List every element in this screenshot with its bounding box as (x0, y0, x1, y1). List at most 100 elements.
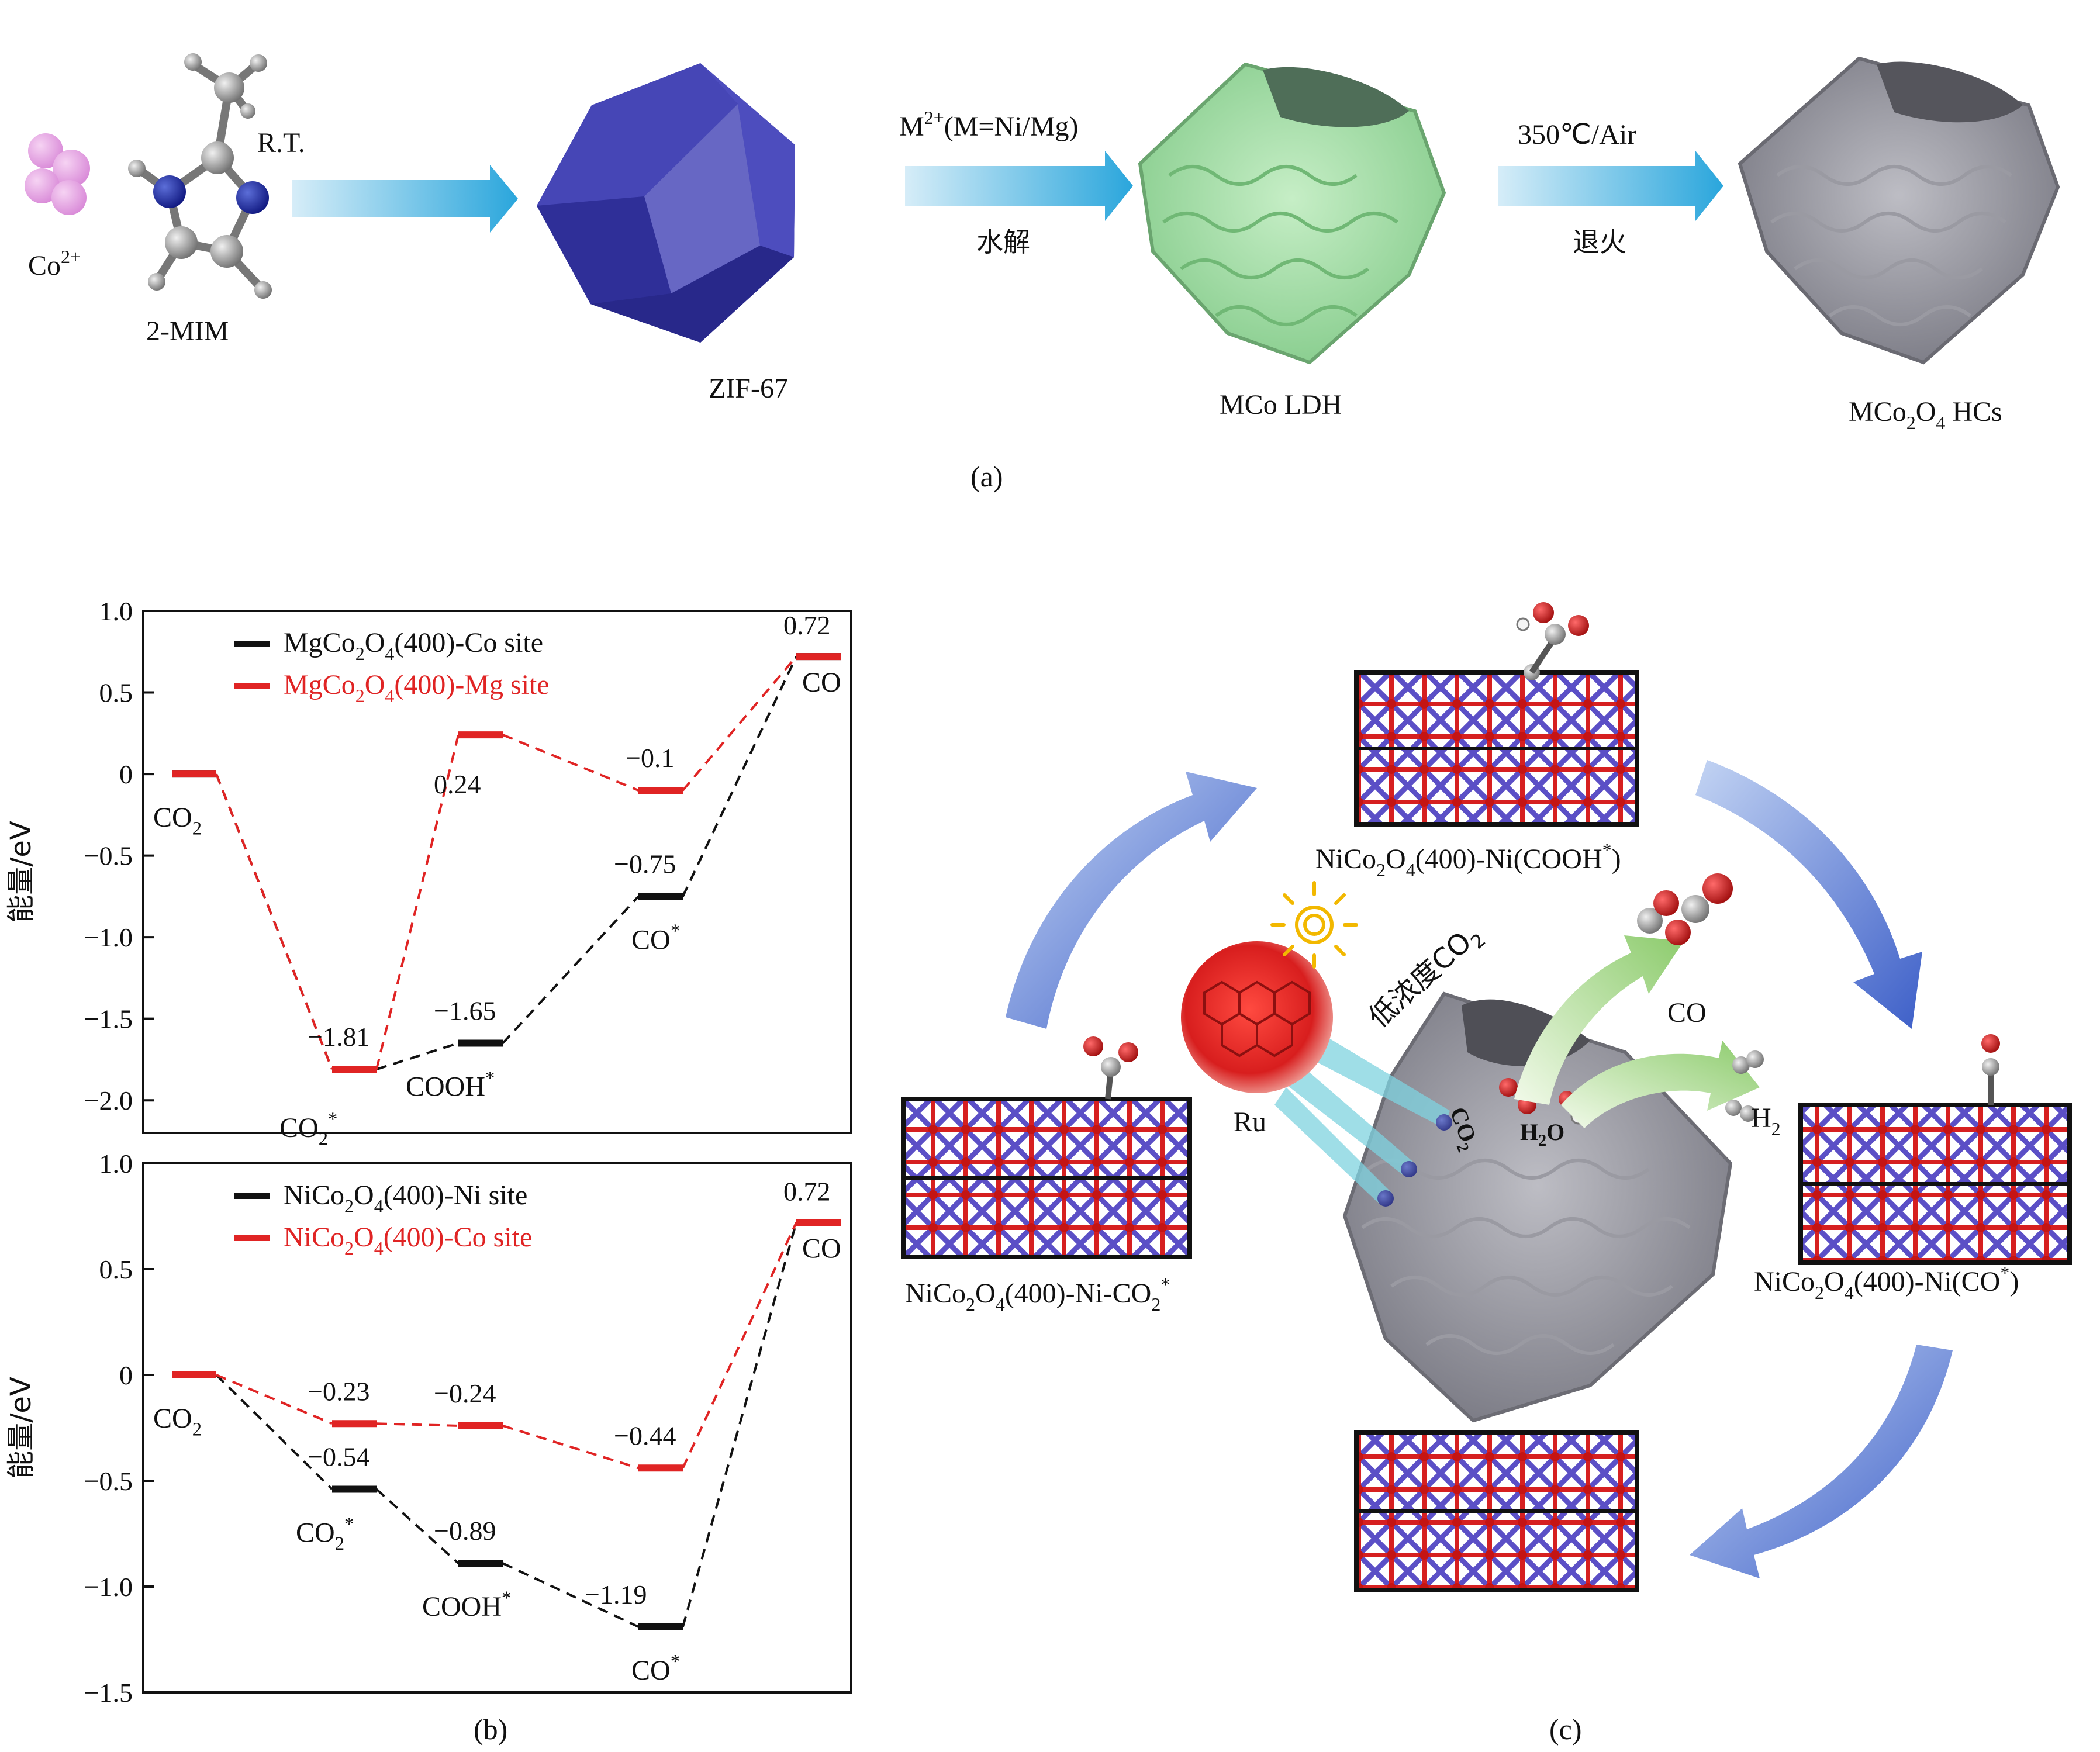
value-label: 0.72 (783, 1176, 831, 1206)
panel-a-caption: (a) (970, 460, 1003, 493)
series-connector (502, 1424, 639, 1470)
slab-right-icon (1798, 1034, 2072, 1265)
sun-icon (1270, 881, 1358, 969)
h2-product-label: H2 (1751, 1103, 1781, 1139)
series-connector (376, 1422, 459, 1427)
series-connector (216, 1374, 333, 1425)
ytick-label: −1.0 (84, 1572, 133, 1602)
step-label: CO2* (279, 1109, 337, 1150)
co-product-label: CO (1667, 997, 1707, 1028)
mco2o4-hcs-label: MCo2O4 HCs (1849, 396, 2002, 433)
ru-label: Ru (1234, 1107, 1266, 1138)
value-label: 0.72 (783, 610, 831, 640)
co-product-molecules-icon (1637, 873, 1733, 945)
series-connector (682, 656, 797, 897)
rt-label: R.T. (257, 127, 305, 158)
ru-sphere-icon (1181, 941, 1333, 1093)
step-label: COOH* (406, 1067, 495, 1102)
value-label: −0.24 (434, 1378, 496, 1408)
legend-entry: NiCo2O4(400)-Co site (284, 1222, 532, 1259)
value-label: −1.19 (585, 1580, 647, 1609)
series-connector (502, 734, 639, 792)
series-connector (215, 773, 333, 1070)
value-label: −1.81 (308, 1022, 369, 1052)
product-arrow-co-icon (1514, 935, 1684, 1105)
series-connector (502, 1562, 639, 1628)
series-connector (682, 1222, 797, 1469)
slab-left-icon (901, 1036, 1192, 1259)
plot-frame-1 (142, 610, 852, 1134)
ytick-label: −0.5 (84, 841, 133, 871)
y-axis-label: 能量/eV (5, 821, 37, 923)
value-label: −0.89 (434, 1516, 496, 1546)
value-label: −0.1 (626, 743, 674, 773)
ytick-label: 1.0 (99, 596, 133, 626)
slab-left-label: NiCo2O4(400)-Ni-CO2* (905, 1274, 1170, 1315)
ytick-label: −1.0 (84, 922, 133, 952)
slab-top-icon (1354, 602, 1639, 827)
series-connector (502, 896, 640, 1044)
anneal-condition-label: 350℃/Air (1518, 119, 1636, 150)
series-connector (376, 1042, 459, 1071)
step-label: COOH* (422, 1588, 511, 1622)
arrow-1-icon (292, 165, 518, 233)
slab-top-label: NiCo2O4(400)-Ni(COOH*) (1315, 839, 1621, 880)
legend-entry: NiCo2O4(400)-Ni site (284, 1180, 527, 1217)
value-label: −0.44 (614, 1421, 676, 1450)
legend-entry: MgCo2O4(400)-Co site (284, 627, 543, 664)
series-connector (682, 655, 797, 792)
ytick-label: 0 (119, 759, 133, 789)
arrow-3-icon (1498, 151, 1723, 221)
hydrolysis-label: 水解 (976, 226, 1030, 258)
zif67-label: ZIF-67 (709, 373, 788, 404)
series-connector (375, 734, 460, 1070)
step-label: CO2 (153, 1403, 202, 1440)
cycle-arrow-bottom-right-icon (1690, 1345, 1953, 1578)
arrow-2-icon (905, 151, 1133, 221)
series-connector (375, 1488, 460, 1564)
cycle-arrow-left-icon (1006, 772, 1257, 1029)
anneal-label: 退火 (1573, 226, 1626, 258)
value-label: −0.23 (308, 1376, 369, 1406)
zif67-polyhedron-icon (537, 63, 795, 343)
plot-frame-2 (142, 1162, 852, 1694)
mco-ldh-label: MCo LDH (1220, 389, 1342, 420)
surface-h2o-label: H2O (1520, 1119, 1564, 1150)
ytick-label: −0.5 (84, 1466, 133, 1496)
step-label: CO (802, 667, 841, 698)
ytick-label: 0.5 (99, 678, 133, 708)
series-connector (215, 1374, 333, 1490)
light-beams-icon (1274, 1023, 1452, 1207)
hydrolysis-condition-label: M2+(M=Ni/Mg) (899, 107, 1078, 142)
step-label: CO* (631, 1651, 680, 1686)
ytick-label: 0 (119, 1360, 133, 1390)
ytick-label: 0.5 (99, 1255, 133, 1284)
mco-ldh-nanocage-icon (1138, 62, 1446, 365)
panel-b-charts: 1.00.50−0.5−1.0−1.5−2.0能量/eVCO2CO2*COOH*… (5, 596, 852, 1708)
value-label: −1.65 (434, 996, 496, 1026)
value-label: 0.24 (434, 769, 481, 799)
co-ion-label: Co2+ (28, 246, 81, 281)
value-label: −0.54 (308, 1442, 369, 1471)
product-arrow-h2-icon (1561, 1041, 1760, 1128)
cycle-arrow-top-right-icon (1695, 760, 1922, 1029)
step-label: CO2 (153, 802, 202, 839)
mco2o4-hollow-cage-icon (1738, 56, 2060, 365)
panel-a: Co2+ (25, 53, 2060, 493)
ytick-label: −1.5 (84, 1004, 133, 1034)
mim-atoms-icon (128, 53, 272, 299)
h2-product-molecules-icon (1725, 1050, 1764, 1122)
legend-entry: MgCo2O4(400)-Mg site (284, 669, 550, 706)
ytick-label: −1.5 (84, 1678, 133, 1708)
step-label: CO* (631, 921, 680, 955)
slab-right-label: NiCo2O4(400)-Ni(CO*) (1754, 1262, 2019, 1303)
step-label: CO2* (296, 1513, 354, 1554)
mim-label: 2-MIM (146, 316, 229, 347)
ytick-label: −2.0 (84, 1086, 133, 1115)
series-connector (682, 1222, 797, 1627)
panel-c: NiCo2O4(400)-Ni(COOH*) NiCo2O4(400)-Ni-C… (901, 602, 2072, 1746)
panel-b-caption: (b) (474, 1713, 507, 1746)
co-ion-atoms-icon (25, 133, 90, 215)
ytick-label: 1.0 (99, 1149, 133, 1179)
